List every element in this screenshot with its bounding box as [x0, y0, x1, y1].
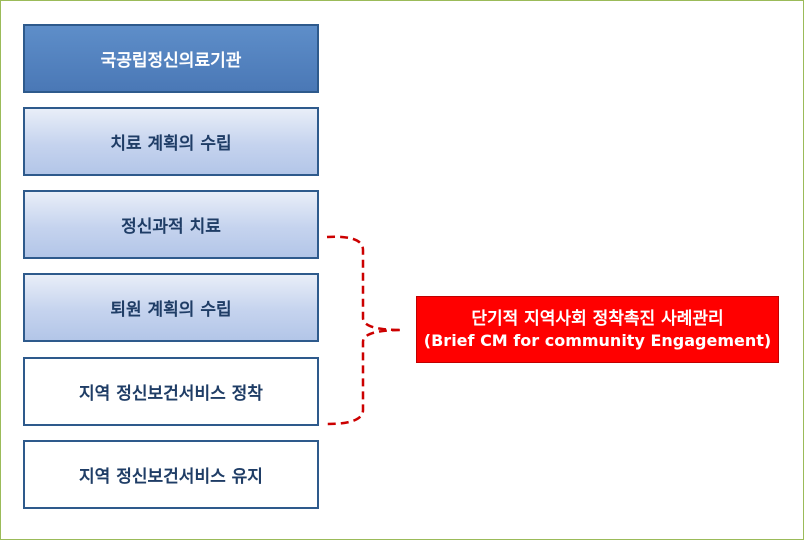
brief-cm-callout: 단기적 지역사회 정착촉진 사례관리 (Brief CM for communi… [416, 296, 779, 363]
step-label: 정신과적 치료 [121, 217, 221, 237]
step-box-discharge-plan: 퇴원 계획의 수립 [23, 273, 319, 342]
step-label: 국공립정신의료기관 [100, 51, 242, 71]
step-box-community-maintenance: 지역 정신보건서비스 유지 [23, 440, 319, 509]
step-box-community-settlement: 지역 정신보건서비스 정착 [23, 357, 319, 426]
step-box-psychiatric-treatment: 정신과적 치료 [23, 190, 319, 259]
step-label: 지역 정신보건서비스 정착 [79, 384, 263, 404]
step-box-institution: 국공립정신의료기관 [23, 24, 319, 93]
step-box-treatment-plan: 치료 계획의 수립 [23, 107, 319, 176]
step-label: 치료 계획의 수립 [110, 134, 232, 154]
callout-subtitle: (Brief CM for community Engagement) [423, 330, 772, 350]
step-label: 퇴원 계획의 수립 [110, 300, 232, 320]
callout-title: 단기적 지역사회 정착촉진 사례관리 [471, 308, 724, 329]
step-label: 지역 정신보건서비스 유지 [79, 467, 263, 487]
